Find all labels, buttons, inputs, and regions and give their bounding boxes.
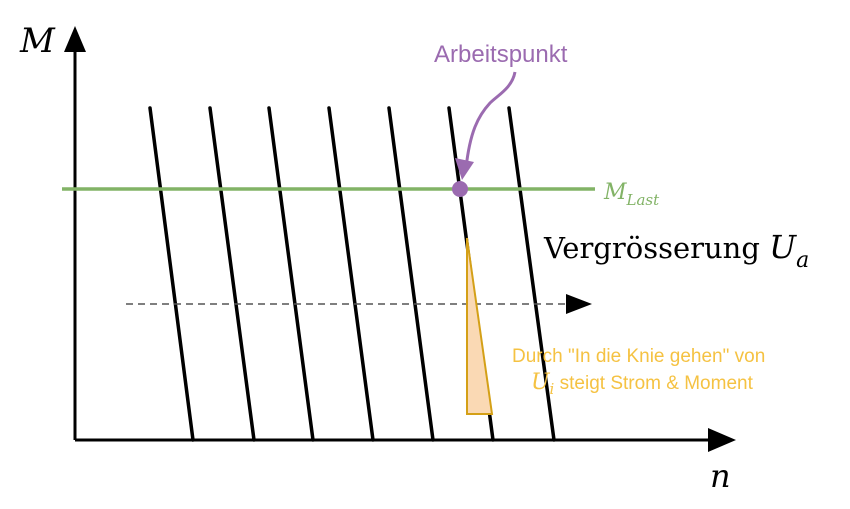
characteristic-line xyxy=(507,106,556,442)
annotation-symbol-sub: i xyxy=(550,380,555,398)
load-line-label: MLast xyxy=(603,180,660,209)
increase-label-symbol: U xyxy=(769,228,797,266)
characteristic-line xyxy=(387,106,435,442)
x-axis-arrowhead xyxy=(708,428,736,452)
y-axis-arrowhead xyxy=(64,26,86,52)
load-line-label-main: M xyxy=(603,180,627,205)
characteristic-line xyxy=(267,106,315,442)
characteristic-curves xyxy=(148,106,556,442)
y-axis-label: M xyxy=(19,21,56,61)
annotation-line-2-text: steigt Strom & Moment xyxy=(554,373,753,394)
operating-point-label: Arbeitspunkt xyxy=(434,41,568,68)
operating-point-pointer xyxy=(464,71,517,169)
annotation-symbol: U xyxy=(531,370,551,395)
load-line-label-sub: Last xyxy=(626,191,661,209)
shift-arrow-head xyxy=(566,294,592,314)
annotation-line-2: Ui steigt Strom & Moment xyxy=(531,370,754,398)
operating-point xyxy=(452,181,468,197)
characteristic-line xyxy=(327,106,375,442)
x-axis-label: n xyxy=(710,457,731,495)
characteristic-line xyxy=(148,106,195,442)
characteristic-line xyxy=(208,106,256,442)
increase-label: Vergrösserung Ua xyxy=(543,228,809,273)
operating-point-pointer-head xyxy=(455,158,474,180)
increase-label-text: Vergrösserung xyxy=(543,231,769,265)
knee-triangle xyxy=(466,237,494,415)
annotation-line-1: Durch "In die Knie gehen" von xyxy=(512,346,765,367)
increase-label-subscript: a xyxy=(796,248,809,273)
